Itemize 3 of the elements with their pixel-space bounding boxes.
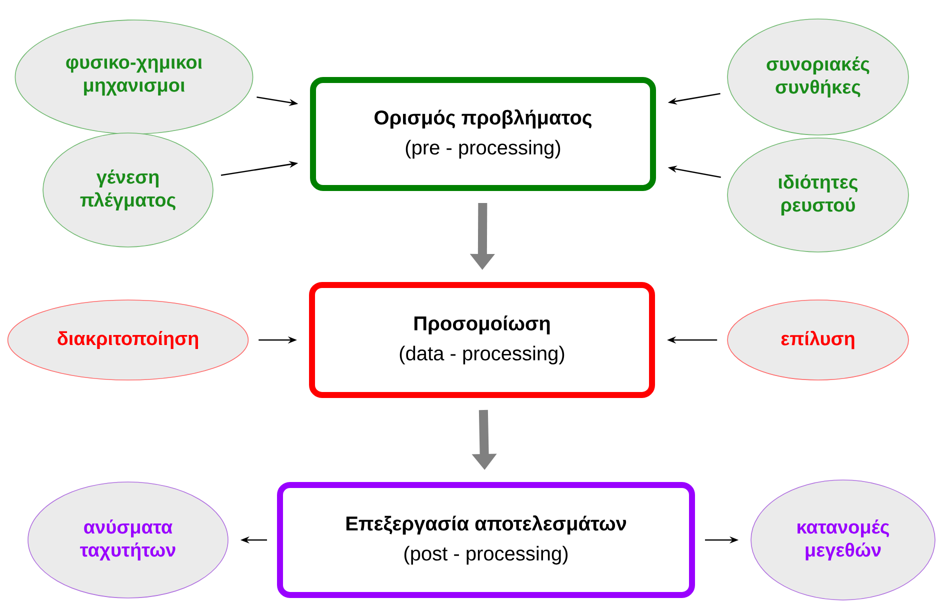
process-box: Προσομοίωση (data - processing) [309,282,655,398]
process-box: Επεξεργασία αποτελεσμάτων (post - processing) [277,482,695,598]
process-box: Ορισμός προβλήματος (pre - processing) [310,77,656,191]
